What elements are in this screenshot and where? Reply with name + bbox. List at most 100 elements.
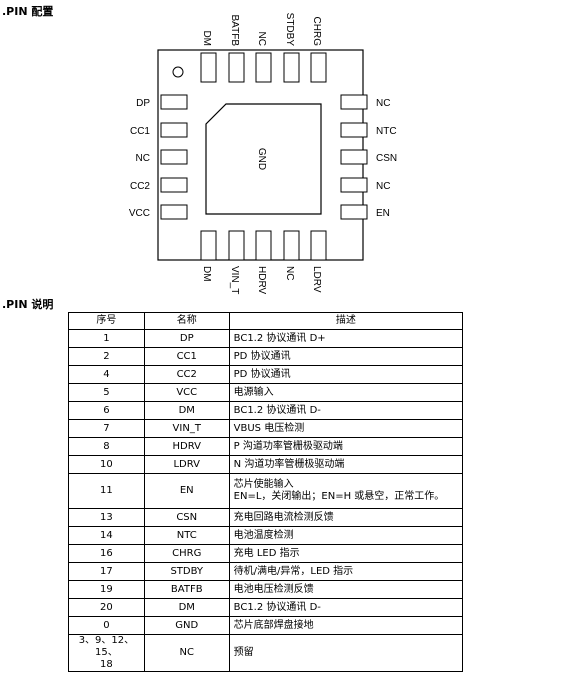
pin-name: DM	[143, 401, 230, 420]
left-pins	[160, 94, 188, 220]
top-pin-label: STDBY	[284, 13, 295, 47]
pin-name: GND	[143, 616, 230, 635]
pin-description: 充电回路电流检测反馈	[228, 508, 464, 527]
pin-number: 20	[68, 598, 145, 617]
pin-pad	[340, 94, 368, 110]
chip-package-diagram: GND DM BATFB NC STDBY CHRG DM VIN_T HDRV…	[129, 13, 397, 295]
left-pin-label: DP	[136, 98, 150, 109]
pin-description: 芯片底部焊盘接地	[228, 616, 464, 635]
pin-number: 2	[68, 347, 145, 366]
pin-number: 13	[68, 508, 145, 527]
top-pin-label: CHRG	[311, 17, 322, 47]
bottom-pin-label: DM	[201, 266, 212, 282]
pin-pad	[160, 177, 188, 193]
pin-description: PD 协议通讯	[228, 365, 464, 384]
pin-name: EN	[143, 473, 230, 509]
top-pin-label: NC	[256, 32, 267, 46]
bottom-pin-labels: DM VIN_T HDRV NC LDRV	[201, 266, 322, 294]
pin-description: VBUS 电压检测	[228, 419, 464, 438]
pin-number: 16	[68, 544, 145, 563]
pin-name: VCC	[143, 383, 230, 402]
pin-description: 充电 LED 指示	[228, 544, 464, 563]
pin-description: BC1.2 协议通讯 D-	[228, 598, 464, 617]
left-pin-labels: DP CC1 NC CC2 VCC	[129, 98, 151, 219]
right-pin-label: EN	[376, 208, 390, 219]
pin-number: 8	[68, 437, 145, 456]
pin-description: 预留	[228, 634, 464, 672]
pin-number: 11	[68, 473, 145, 509]
column-header-name: 名称	[143, 312, 230, 330]
pin-number: 3、9、12、15、 18	[68, 634, 145, 672]
pin-name: LDRV	[143, 455, 230, 474]
pin-description-heading: .PIN 说明	[2, 298, 54, 311]
pin-pad	[160, 204, 188, 220]
pin-number: 5	[68, 383, 145, 402]
column-header-number: 序号	[68, 312, 145, 330]
bottom-pins	[200, 230, 327, 261]
pin-description: 电源输入	[228, 383, 464, 402]
pin-description: BC1.2 协议通讯 D-	[228, 401, 464, 420]
pin-pad	[160, 149, 188, 165]
exposed-pad	[205, 103, 322, 215]
top-pins	[200, 52, 327, 83]
pin-number: 7	[68, 419, 145, 438]
pin-number: 10	[68, 455, 145, 474]
pin-number: 6	[68, 401, 145, 420]
top-pin-label: DM	[201, 30, 212, 46]
pin-pad	[283, 230, 300, 261]
pin-description: P 沟道功率管栅极驱动端	[228, 437, 464, 456]
pin-name: NC	[143, 634, 230, 672]
bottom-pin-label: LDRV	[311, 266, 322, 293]
pin-description: N 沟道功率管栅极驱动端	[228, 455, 464, 474]
pin-name: DP	[143, 329, 230, 348]
pin-description: 待机/满电/异常，LED 指示	[228, 562, 464, 581]
pin-pad	[340, 149, 368, 165]
pin-name: NTC	[143, 526, 230, 545]
pin-config-heading: .PIN 配置	[2, 5, 54, 18]
pin-pad	[200, 52, 217, 83]
left-pin-label: VCC	[129, 208, 150, 219]
pin-pad	[255, 52, 272, 83]
right-pin-label: CSN	[376, 153, 397, 164]
pin-pad	[340, 122, 368, 138]
center-pad-label: GND	[256, 148, 267, 170]
pin-pad	[310, 52, 327, 83]
pin-number: 1	[68, 329, 145, 348]
pin-number: 0	[68, 616, 145, 635]
pin-name: STDBY	[143, 562, 230, 581]
bottom-pin-label: VIN_T	[229, 266, 240, 294]
pin-pad	[340, 177, 368, 193]
right-pin-label: NTC	[376, 126, 397, 137]
bottom-pin-label: NC	[284, 266, 295, 280]
pin1-marker-icon	[172, 66, 184, 78]
pin-pad	[228, 230, 245, 261]
pin-name: BATFB	[143, 580, 230, 599]
pin-name: CHRG	[143, 544, 230, 563]
pin-name: HDRV	[143, 437, 230, 456]
left-pin-label: NC	[136, 153, 150, 164]
right-pin-label: NC	[376, 98, 390, 109]
pin-number: 17	[68, 562, 145, 581]
pin-pad	[228, 52, 245, 83]
right-pin-label: NC	[376, 181, 390, 192]
column-header-description: 描述	[228, 312, 464, 330]
top-pin-label: BATFB	[229, 15, 240, 47]
left-pin-label: CC1	[130, 126, 150, 137]
pin-number: 14	[68, 526, 145, 545]
table-header-row: 序号 名称 描述	[68, 312, 464, 330]
pin-description: 电池温度检测	[228, 526, 464, 545]
